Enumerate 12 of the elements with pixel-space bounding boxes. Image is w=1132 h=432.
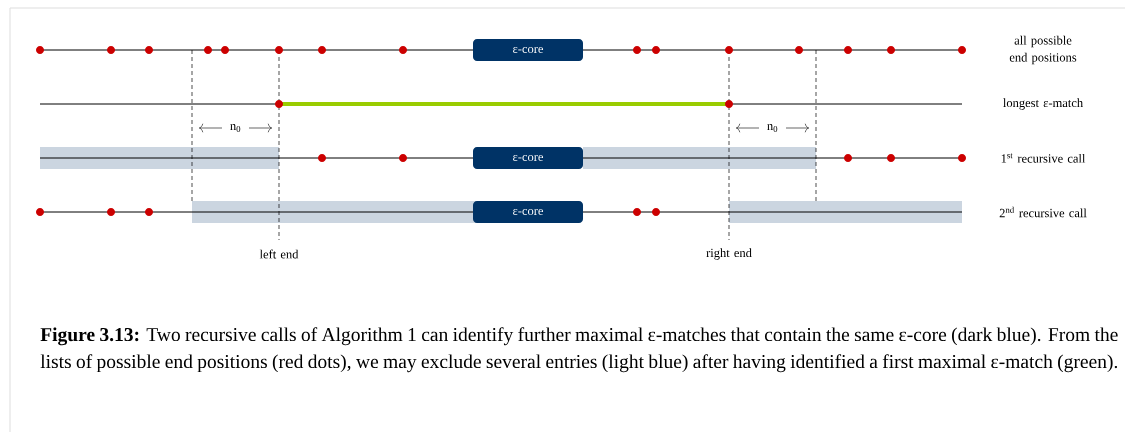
core-box: ε-core xyxy=(473,39,583,61)
guide-label: left end xyxy=(259,249,299,259)
core-box: ε-core xyxy=(473,147,583,169)
row-label: 2$^{nd}$ recursive call xyxy=(999,206,1087,218)
guide-label: right end xyxy=(706,248,752,260)
dimension-label: n$_{0}$ xyxy=(230,124,241,132)
row-label: longest ε-match xyxy=(1003,98,1083,110)
figure-caption: Figure 3.13: Two recursive calls of Algorithm 1 can identify further maximal ε-matches that contain the same ε-core (dark blue). From the lists of possible end positions (red dots), we may exclude several entries (light blue) after having identified a first maximal ε-match (green). xyxy=(40,327,1118,373)
core-box: ε-core xyxy=(473,201,583,223)
row-label: 1$^{st}$ recursive call xyxy=(1001,153,1086,163)
row-label: all possible end positions xyxy=(1009,35,1077,65)
dimension-label: n$_{0}$ xyxy=(767,124,778,132)
